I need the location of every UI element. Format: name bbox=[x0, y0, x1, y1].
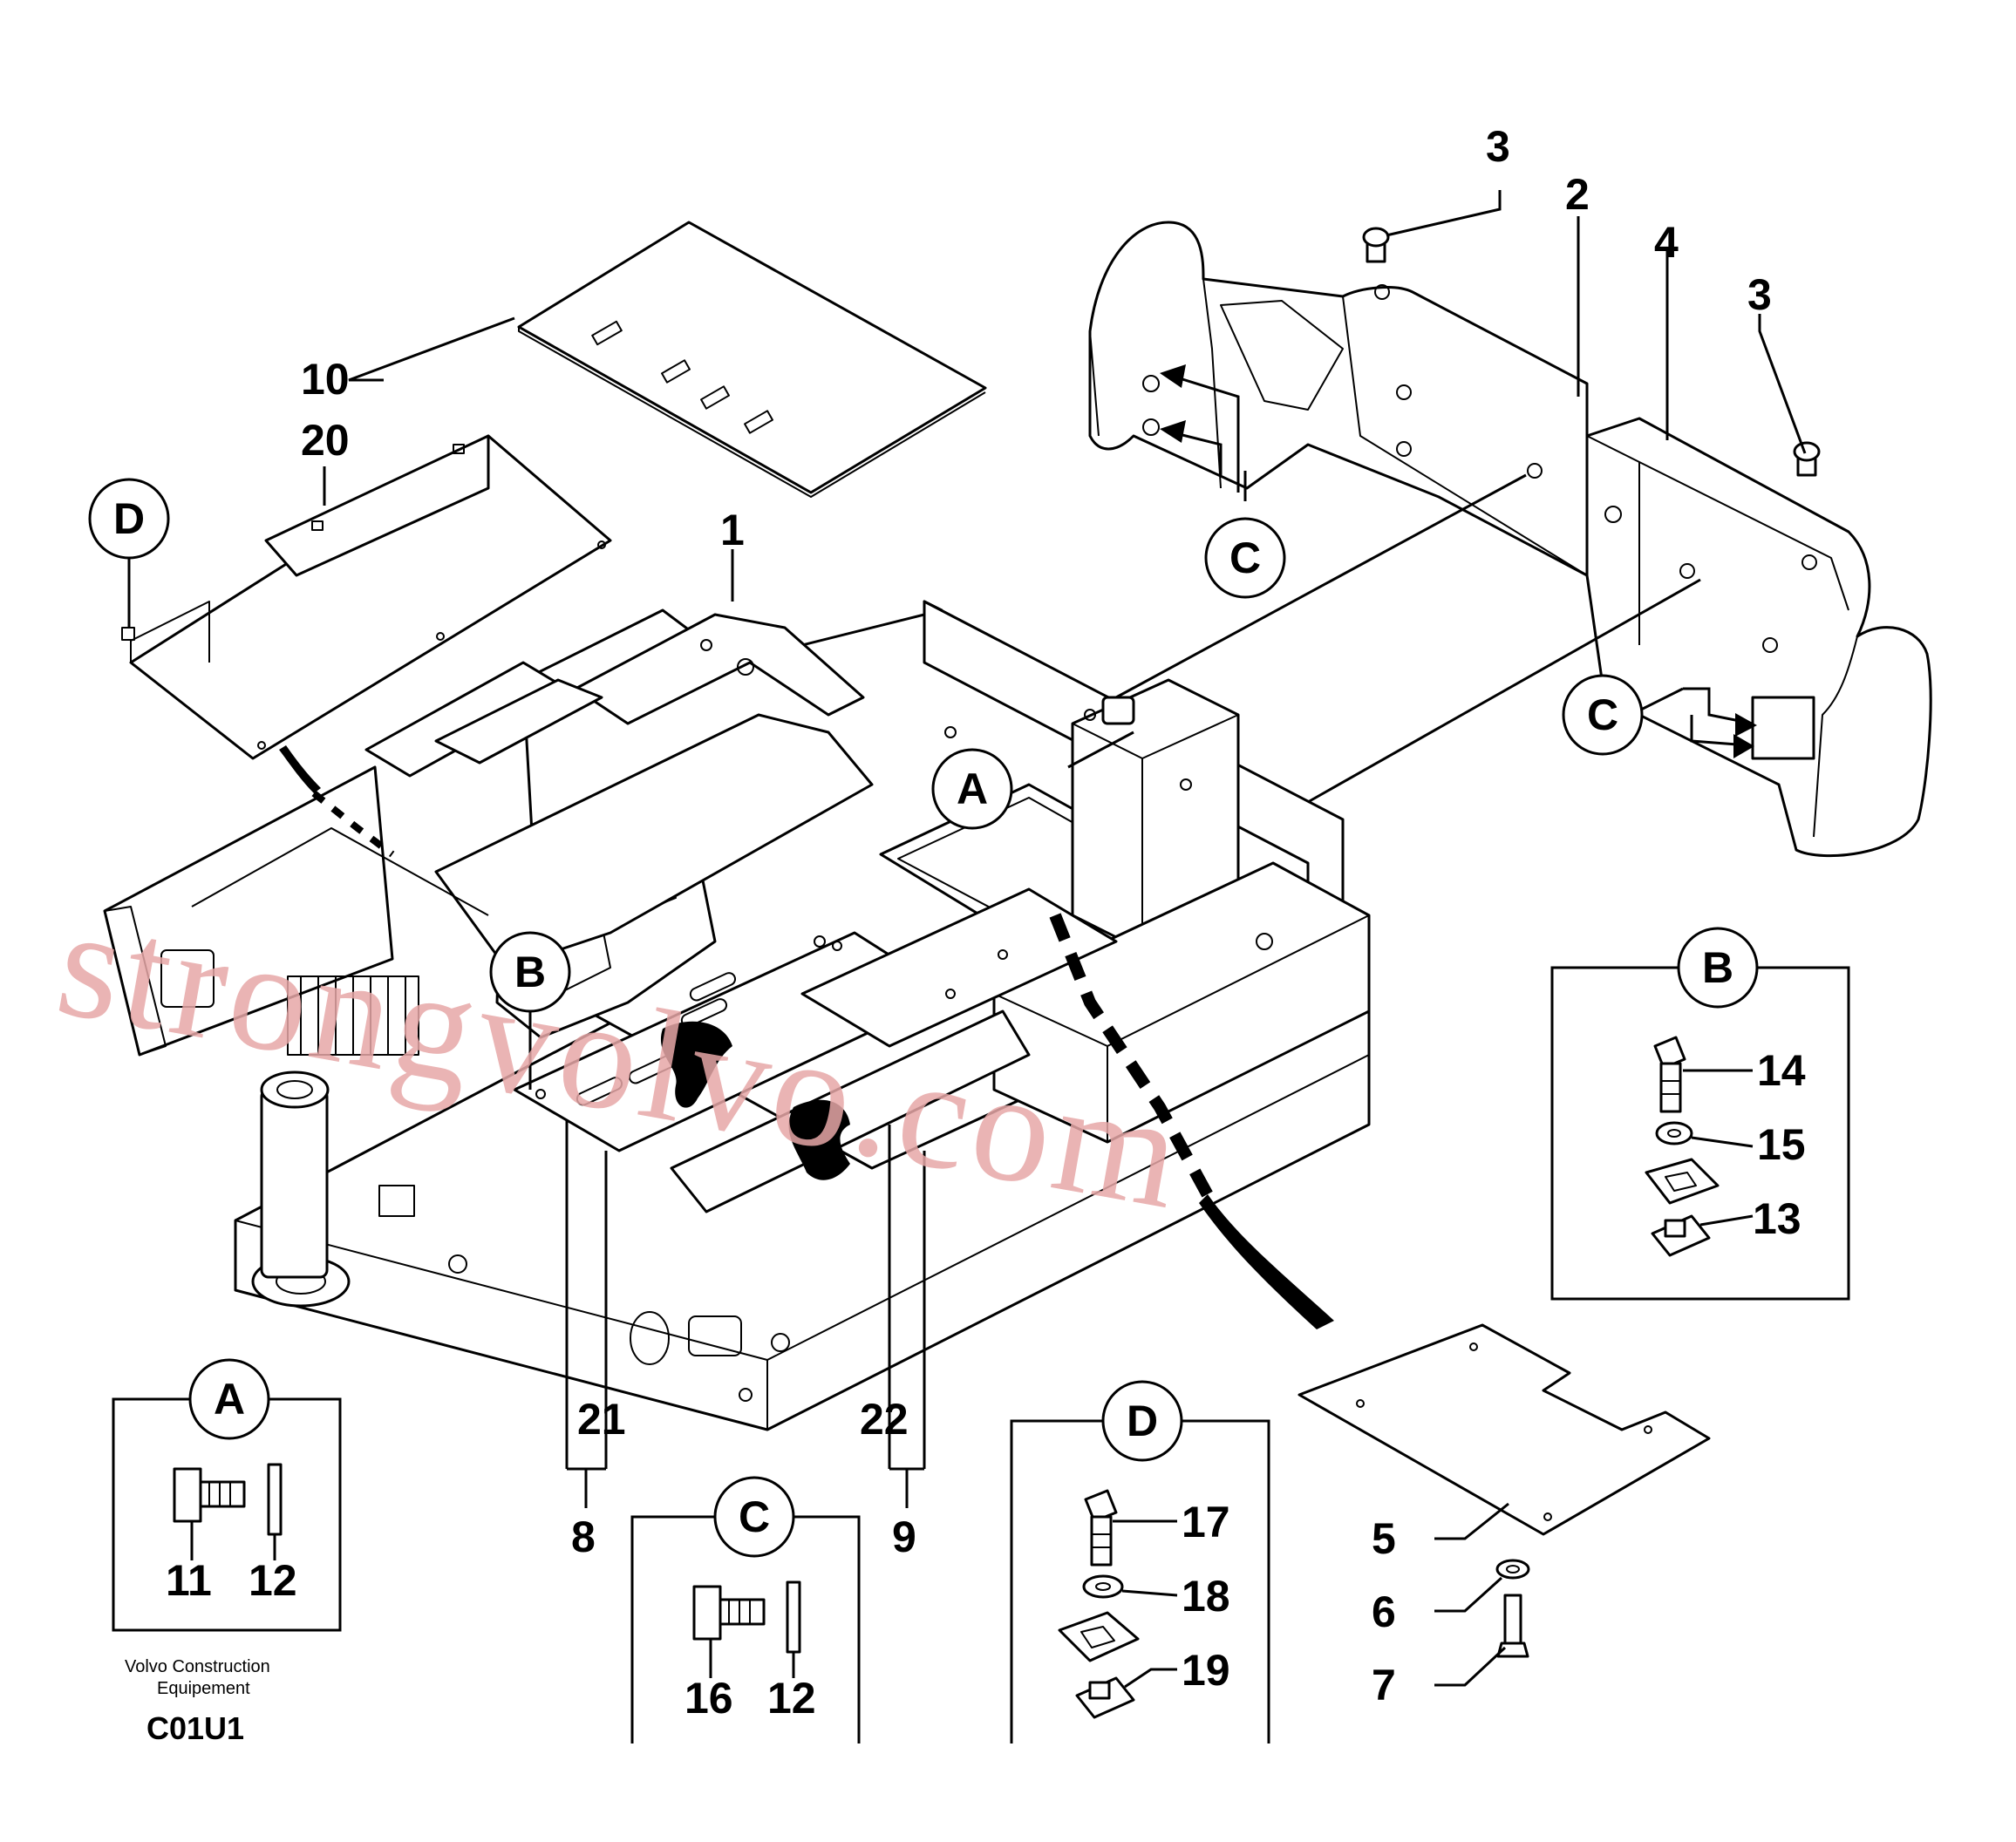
detail-box-b: B 14 15 13 bbox=[1550, 927, 1850, 1301]
circle-c-right: C bbox=[1562, 674, 1644, 756]
part-12-a: 12 bbox=[249, 1556, 297, 1605]
callout-22: 22 bbox=[860, 1395, 909, 1444]
bolt-3-left bbox=[1362, 227, 1390, 263]
callout-4: 4 bbox=[1654, 218, 1679, 267]
part-17: 17 bbox=[1182, 1498, 1230, 1546]
part-18: 18 bbox=[1182, 1572, 1230, 1621]
caption-line2: Equipement bbox=[157, 1679, 250, 1698]
svg-text:C: C bbox=[1587, 690, 1618, 739]
counterweight bbox=[1088, 221, 1932, 858]
part-12-c: 12 bbox=[767, 1674, 816, 1723]
detail-box-a: A 11 12 bbox=[112, 1358, 342, 1632]
caption-line1: Volvo Construction bbox=[125, 1657, 270, 1676]
circle-c-top: C bbox=[1204, 517, 1286, 599]
detail-box-d: D 17 18 19 bbox=[1010, 1380, 1270, 1743]
callout-10: 10 bbox=[301, 355, 350, 404]
callout-3-left: 3 bbox=[1486, 122, 1510, 171]
svg-text:C: C bbox=[1229, 534, 1261, 582]
part-16: 16 bbox=[684, 1674, 733, 1723]
footer: Volvo Construction Equipement C01U1 bbox=[125, 1657, 270, 1746]
callout-2: 2 bbox=[1565, 170, 1590, 219]
callout-8: 8 bbox=[571, 1512, 596, 1561]
circle-b-main: B bbox=[489, 931, 571, 1013]
part-19: 19 bbox=[1182, 1646, 1230, 1695]
svg-text:A: A bbox=[957, 765, 988, 813]
grille bbox=[287, 975, 419, 1056]
bottom-cover-plate-5 bbox=[1297, 1323, 1711, 1536]
svg-text:D: D bbox=[1127, 1397, 1158, 1445]
svg-text:A: A bbox=[214, 1375, 245, 1424]
leader-lines bbox=[127, 190, 1807, 1687]
part-11: 11 bbox=[166, 1556, 212, 1605]
arrows-c bbox=[1160, 364, 1757, 758]
drawing-code: C01U1 bbox=[146, 1710, 244, 1746]
cover-plate-20 bbox=[121, 434, 612, 760]
svg-text:D: D bbox=[113, 494, 145, 543]
callout-6: 6 bbox=[1372, 1587, 1396, 1636]
bolt-3-right bbox=[1793, 441, 1821, 477]
svg-text:C: C bbox=[739, 1492, 770, 1541]
part-13: 13 bbox=[1753, 1194, 1801, 1243]
bolt-7 bbox=[1496, 1594, 1529, 1658]
callout-3-right: 3 bbox=[1747, 270, 1772, 319]
circle-d-main: D bbox=[88, 478, 170, 560]
part-15: 15 bbox=[1757, 1120, 1806, 1169]
detail-box-c: C 16 12 bbox=[630, 1476, 861, 1743]
washer-6 bbox=[1495, 1559, 1530, 1580]
callout-1: 1 bbox=[720, 506, 745, 554]
callout-21: 21 bbox=[577, 1395, 626, 1444]
callouts: 1 2 3 3 4 5 6 7 8 9 10 20 21 22 bbox=[301, 122, 1772, 1709]
main-frame bbox=[103, 600, 1371, 1431]
callout-5: 5 bbox=[1372, 1514, 1396, 1563]
svg-text:B: B bbox=[514, 948, 546, 996]
callout-7: 7 bbox=[1372, 1661, 1396, 1709]
svg-text:B: B bbox=[1702, 943, 1733, 992]
floor-plate-10 bbox=[517, 221, 987, 498]
callout-20: 20 bbox=[301, 416, 350, 465]
circle-a-main: A bbox=[931, 748, 1013, 830]
part-14: 14 bbox=[1757, 1046, 1806, 1095]
callout-9: 9 bbox=[892, 1512, 916, 1561]
